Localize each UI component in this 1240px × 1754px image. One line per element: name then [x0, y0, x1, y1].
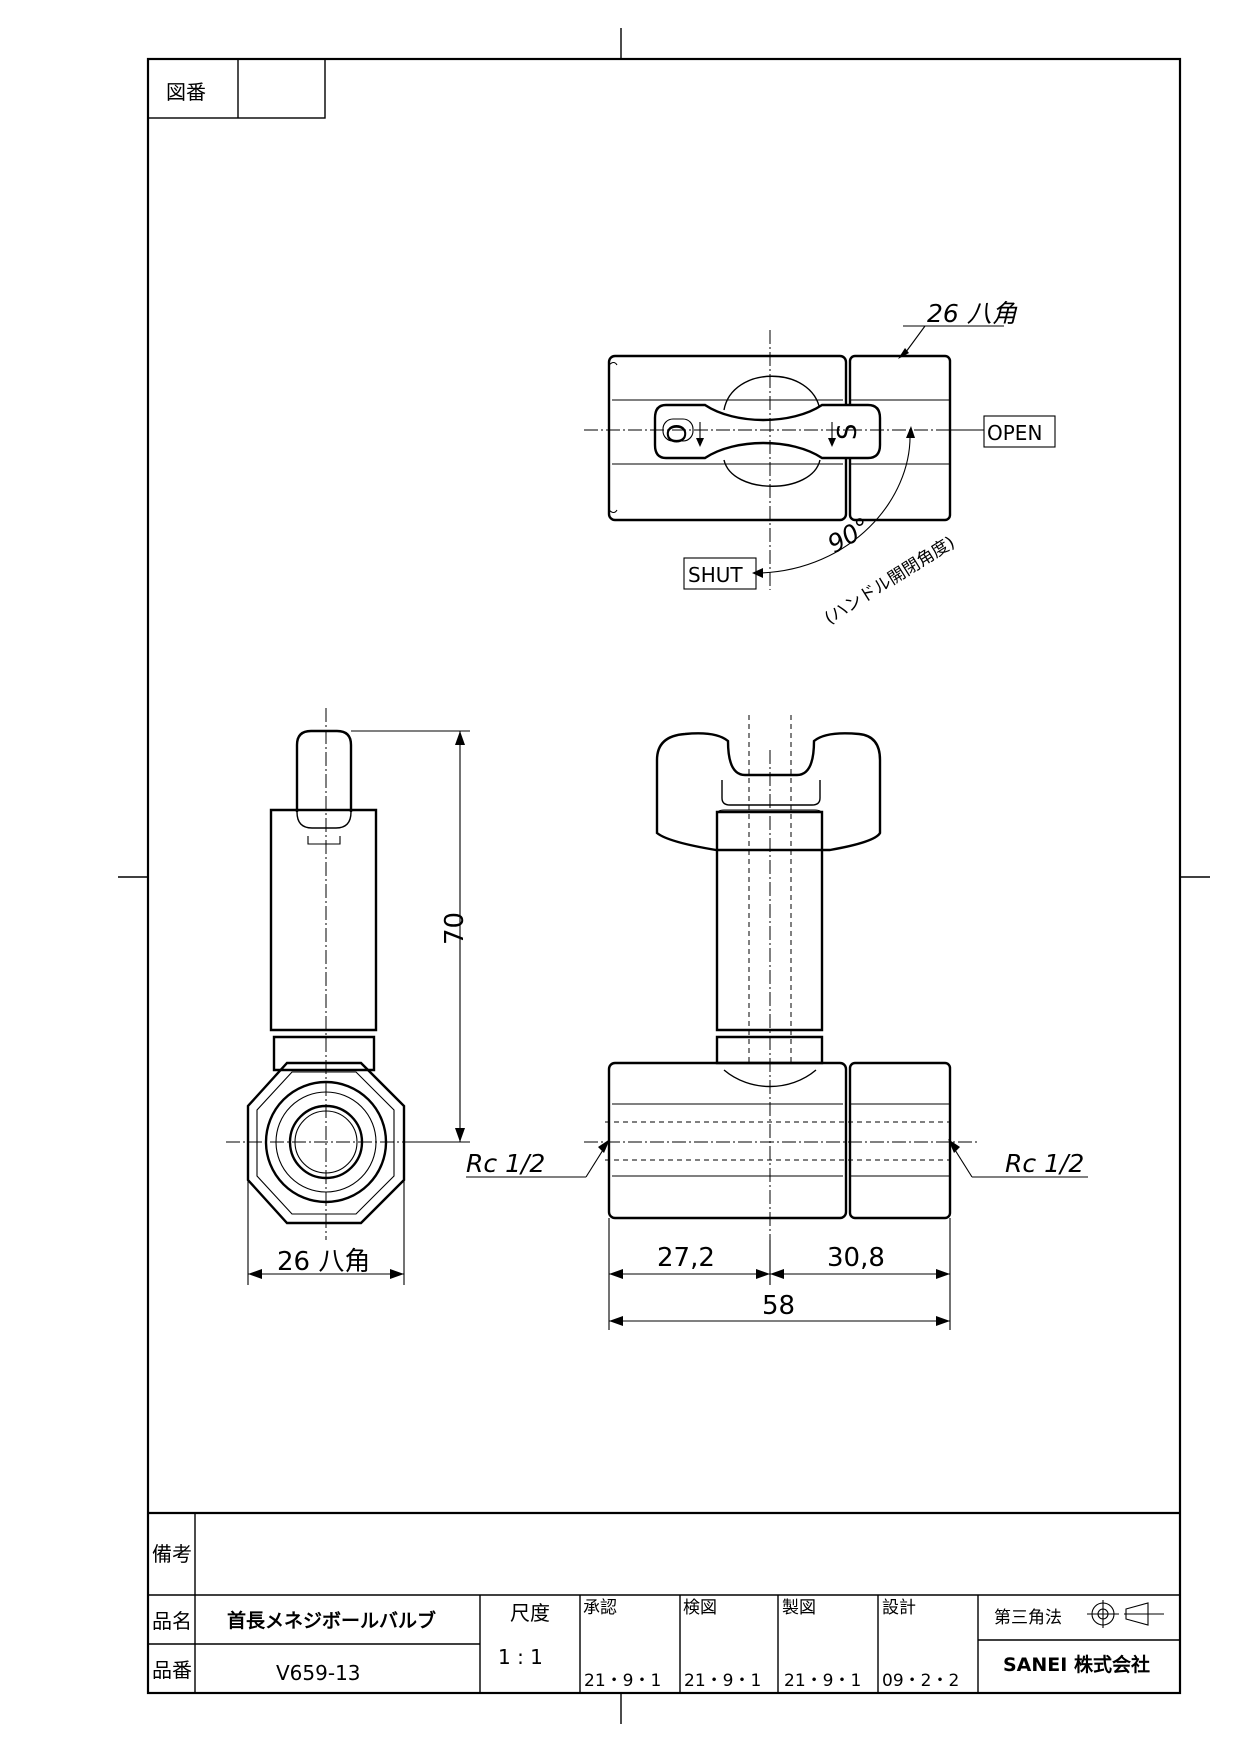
dim-total: 58	[762, 1291, 795, 1321]
scale-label: 尺度	[510, 1601, 550, 1625]
plan-hex-label: 26 八角	[927, 299, 1018, 328]
check-label: 検図	[683, 1598, 717, 1618]
left-port-label: Rc 1/2	[466, 1149, 545, 1178]
projection-label: 第三角法	[994, 1608, 1062, 1628]
scale-value: 1 : 1	[498, 1645, 543, 1669]
draft-date: 21・9・1	[784, 1671, 861, 1691]
name-value: 首長メネジボールバルブ	[227, 1609, 436, 1632]
dim-right: 30,8	[827, 1243, 885, 1273]
drawing-frame: 図番	[118, 28, 1210, 1724]
dim-left: 27,2	[657, 1243, 715, 1273]
width-dim: 26 八角	[277, 1247, 370, 1277]
name-label: 品名	[152, 1609, 192, 1633]
front-view: Rc 1/2 Rc 1/2 27,2 30,8 58	[466, 715, 1088, 1330]
draft-label: 製図	[782, 1598, 816, 1618]
number-value: V659-13	[276, 1661, 361, 1685]
design-label: 設計	[882, 1598, 916, 1618]
shut-label: SHUT	[688, 563, 743, 587]
company-name: SANEI 株式会社	[1003, 1653, 1150, 1676]
number-label: 品番	[152, 1658, 192, 1682]
approval-date: 21・9・1	[584, 1671, 661, 1691]
plan-view: O S 26 八角 OPEN 90° (ハンドル開閉角度) SHUT	[584, 299, 1056, 629]
check-date: 21・9・1	[684, 1671, 761, 1691]
title-block: 備考 品名 首長メネジボールバルブ 品番 V659-13 尺度 1 : 1 承認…	[148, 1511, 1180, 1693]
design-date: 09・2・2	[882, 1671, 959, 1691]
approval-label: 承認	[583, 1598, 617, 1618]
side-view: 70 26 八角	[226, 708, 470, 1285]
handle-left-mark: O	[663, 424, 693, 444]
third-angle-projection-icon	[1087, 1600, 1164, 1628]
right-port-label: Rc 1/2	[1005, 1149, 1084, 1178]
open-label: OPEN	[987, 421, 1042, 445]
height-dim: 70	[440, 912, 470, 945]
remarks-label: 備考	[152, 1542, 192, 1566]
handle-right-mark: S	[833, 423, 863, 440]
zuban-label: 図番	[166, 80, 206, 104]
